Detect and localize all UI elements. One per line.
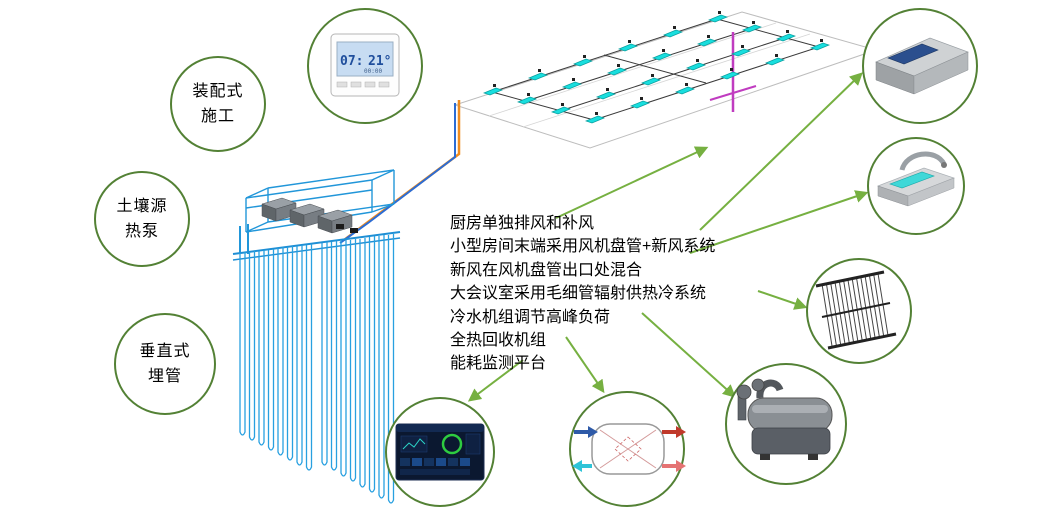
thermostat-temp-left: 07: — [340, 54, 363, 69]
bubble-label-line: 热泵 — [124, 223, 159, 240]
bubble-label-line: 装配式 — [192, 83, 244, 100]
airflow-arrows — [572, 426, 686, 472]
dashboard-photo — [385, 397, 495, 507]
duct-fitting-photo — [867, 137, 965, 235]
heat-exchanger-photo — [569, 391, 686, 507]
capillary-mat-photo — [806, 258, 912, 364]
connector-arrows — [467, 72, 869, 402]
bubble-label-line: 埋管 — [147, 368, 182, 385]
note-kitchen-exhaust: 厨房单独排风和补风 — [450, 215, 595, 232]
bubble-ground-source-heat-pump: 土壤源 热泵 — [94, 171, 190, 267]
note-heat-recovery: 全热回收机组 — [450, 331, 547, 349]
chiller-photo — [725, 363, 847, 485]
note-capillary-radiant: 大会议室采用毛细管辐射供热冷系统 — [450, 285, 707, 303]
note-fresh-air-mixing: 新风在风机盘管出口处混合 — [450, 261, 643, 279]
ceiling-plan — [453, 10, 878, 149]
thermostat-photo: 07: 21° 00:00 — [307, 8, 423, 124]
system-notes: 厨房单独排风和补风 小型房间末端采用风机盘管+新风系统 新风在风机盘管出口处混合… — [450, 212, 715, 376]
bubble-label-line: 施工 — [200, 108, 235, 125]
bubble-prefabricated-construction: 装配式 施工 — [170, 56, 266, 152]
bubble-label-line: 垂直式 — [139, 343, 191, 360]
note-energy-monitoring: 能耗监测平台 — [450, 355, 547, 373]
bubble-label-line: 土壤源 — [116, 198, 168, 215]
fan-coil-units — [483, 10, 830, 124]
note-small-room-fcu: 小型房间末端采用风机盘管+新风系统 — [450, 238, 716, 256]
bubble-vertical-buried-pipe: 垂直式 埋管 — [114, 313, 216, 415]
thermostat-temp-right: 21° — [368, 54, 391, 69]
borehole-field — [232, 231, 401, 504]
thermostat-timer: 00:00 — [364, 68, 382, 75]
heat-pump-unit — [239, 169, 395, 254]
fan-coil-photo — [862, 8, 978, 124]
note-chiller-peak-load: 冷水机组调节高峰负荷 — [450, 308, 611, 326]
